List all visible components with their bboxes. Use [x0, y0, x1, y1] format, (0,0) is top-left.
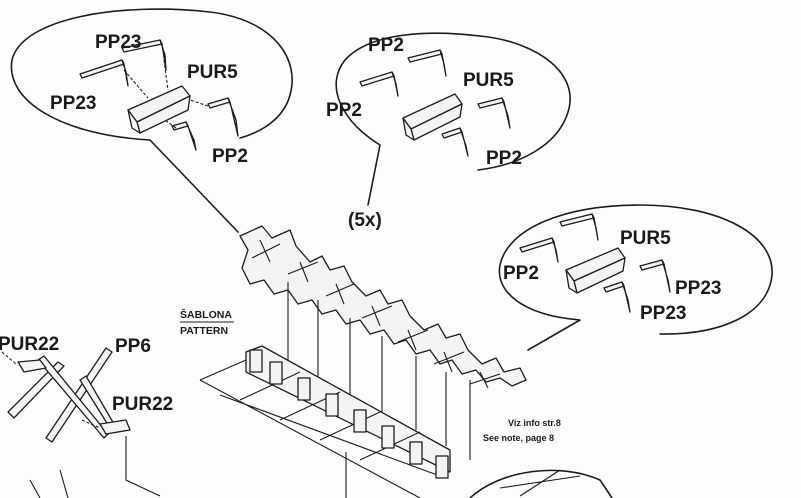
bubble-top: PP2 PUR5 PP2 PP2 (5x) [326, 32, 571, 231]
label-pp2-bottom: PP2 [486, 148, 522, 169]
info-note: Viz info str.8 See note, page 8 [483, 418, 561, 443]
pattern-label-english: PATTERN [180, 325, 228, 337]
bubble-top-assembly [359, 49, 511, 157]
label-pur5: PUR5 [187, 62, 238, 83]
bubble-right-outline [498, 204, 773, 351]
label-pur22-bottom: PUR22 [112, 394, 173, 415]
bubble-right-assembly [519, 213, 671, 313]
note-line-english: See note, page 8 [483, 433, 554, 443]
label-pp6: PP6 [115, 336, 151, 357]
label-pp23-bottom: PP23 [640, 303, 686, 324]
pattern-label-czech: ŠABLONA [180, 308, 232, 321]
wheel-fragment [469, 469, 613, 498]
placement-lines [287, 282, 471, 460]
label-pp23-left: PP23 [50, 93, 96, 114]
clip-pur22-a [17, 359, 47, 373]
left-assembly: PUR22 PP6 PUR22 [0, 334, 173, 498]
pattern-base [245, 345, 451, 473]
label-pur5: PUR5 [620, 228, 671, 249]
label-pp23-right: PP23 [675, 278, 721, 299]
clip-pur22-b [99, 419, 131, 435]
bubble-right: PUR5 PP2 PP23 PP23 [498, 204, 773, 351]
strut-a [7, 361, 65, 419]
label-pp2-left: PP2 [326, 100, 362, 121]
parts-chain [239, 225, 527, 389]
label-pp2-top: PP2 [368, 35, 404, 56]
label-pur22-top: PUR22 [0, 334, 59, 355]
note-line-czech: Viz info str.8 [508, 418, 561, 428]
bubble-left-outline [10, 8, 293, 233]
label-pp2: PP2 [503, 263, 539, 284]
pattern-jig: ŠABLONA PATTERN [180, 308, 451, 498]
label-pur5: PUR5 [463, 70, 514, 91]
bubble-top-outline [335, 32, 571, 206]
label-pp23-top: PP23 [95, 32, 141, 53]
multiplier-label: (5x) [348, 210, 382, 231]
bubble-left: PP23 PUR5 PP23 PP2 [10, 8, 293, 233]
label-pp2: PP2 [212, 146, 248, 167]
bubble-left-assembly [79, 39, 239, 151]
